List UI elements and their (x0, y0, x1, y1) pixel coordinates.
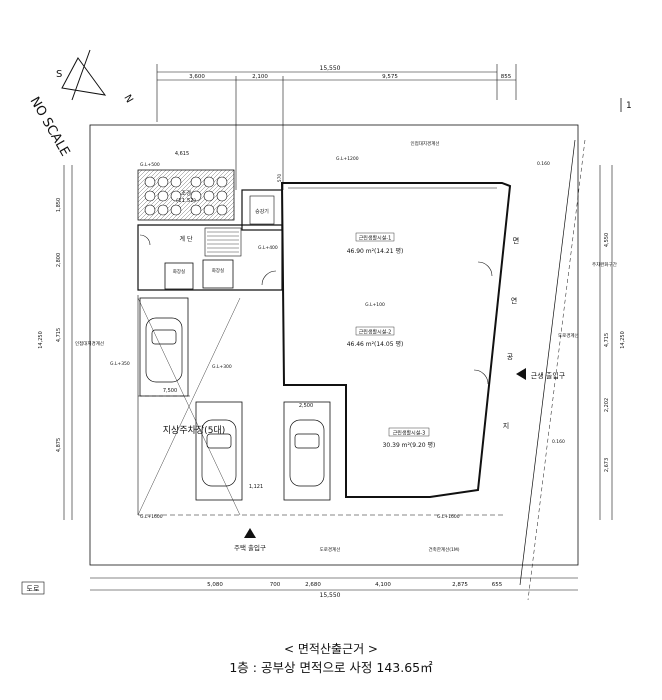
dim-bottom-seg-4: 4,100 (375, 582, 391, 588)
dim-left-seg-3: 4,715 (56, 328, 62, 342)
dim-top-right: 855 (501, 74, 512, 80)
level-label-6: G.L+350 (110, 361, 130, 367)
dim-1121: 1,121 (249, 484, 263, 490)
boundary-left-label: 인접대지경계선 (75, 340, 104, 347)
shop-entrance-arrow-icon (516, 368, 526, 380)
wc2-label: 화장실 (212, 267, 224, 274)
right-dim-2: 0.160 (552, 439, 565, 445)
boundary-right-label: 도로경계선 (558, 332, 579, 339)
dim-left-seg-4: 4,875 (56, 438, 62, 452)
dim-top-seg-3: 9,575 (382, 74, 398, 80)
road-tag: 도로 (27, 585, 40, 593)
residential-entrance-label: 주택 출입구 (234, 543, 266, 552)
street-char-1: 면 (513, 236, 519, 245)
site-floor-plan: NO SCALE S N 15,550 855 3,600 2,100 9,57… (21, 49, 632, 601)
dim-top-seg-2: 2,100 (252, 74, 268, 80)
site-outline (63, 124, 613, 601)
dim-right-seg-3: 2,202 (604, 398, 610, 412)
door-swings (139, 234, 493, 385)
dim-7500: 7,500 (163, 388, 177, 394)
level-label-5: G.L+400 (258, 245, 278, 251)
wc1-label: 화장실 (173, 268, 185, 275)
north-s-label: S (56, 69, 62, 80)
tank-label: 조경 (181, 190, 191, 197)
level-label-2: G.L+1200 (336, 156, 359, 162)
dim-570: 570 (277, 174, 283, 183)
dim-bottom-seg-3: 2,680 (305, 582, 321, 588)
parking-area (137, 297, 331, 516)
sheet-tag: 1 (626, 101, 632, 111)
car-icons (145, 317, 325, 487)
north-n-label: N (121, 93, 134, 105)
level-label-10: G.L+1600 (437, 514, 460, 520)
street-char-2: 연 (511, 297, 517, 305)
dim-top-total: 15,550 (320, 65, 341, 72)
dim-bottom-seg-5: 2,875 (452, 582, 468, 588)
level-label-1: G.L+500 (140, 162, 160, 168)
street-char-3: 공 (507, 353, 514, 361)
dim-right-total: 14,250 (620, 331, 626, 349)
dim-bottom-seg-1: 5,080 (207, 582, 223, 588)
dim-4615: 4,615 (175, 151, 189, 157)
dim-left-seg-2: 2,800 (56, 253, 62, 267)
building-line-label: 건축한계선(1M) (429, 546, 460, 553)
road-bottom-label: 도로경계선 (320, 546, 341, 553)
boundary-top-label: 인접대지경계선 (411, 140, 440, 147)
no-scale-label: NO SCALE (27, 95, 73, 159)
tank-circles (144, 176, 228, 216)
dim-right-seg-2: 4,715 (604, 333, 610, 347)
caption-title: < 면적산출근거 > (284, 642, 378, 656)
road-right-label: 주차완화구간 (592, 261, 617, 268)
dim-left-seg-1: 1,850 (56, 198, 62, 212)
level-label-7: G.L+1600 (140, 514, 163, 520)
dim-right-seg-4: 2,673 (604, 458, 610, 472)
level-label-room: G.L+100 (365, 302, 385, 308)
street-char-4: 지 (503, 421, 509, 430)
room3-area: 30.39 m²(9.20 평) (383, 441, 436, 449)
parking-label: 지상주차장(5대) (163, 424, 225, 436)
room1-name: 근린생활시설-1 (359, 235, 392, 242)
dim-2500: 2,500 (299, 403, 313, 409)
shop-entrance-label: 근생 출입구 (531, 371, 566, 380)
room3-name: 근린생활시설-3 (393, 430, 426, 437)
room2-name: 근린생활시설-2 (359, 329, 392, 336)
right-dim-1: 0.160 (537, 161, 550, 167)
dim-bottom-seg-6: 655 (492, 582, 503, 588)
elevator-label: 승강기 (255, 208, 269, 215)
building-walls (137, 182, 512, 516)
north-arrow: NO SCALE S N (27, 49, 135, 159)
dim-bottom-total: 15,550 (320, 592, 341, 599)
stair-treads (207, 231, 239, 253)
dim-left-total: 14,250 (38, 331, 44, 349)
dim-right-seg-1: 4,550 (604, 233, 610, 247)
room1-area: 46.90 m²(14.21 평) (347, 247, 404, 255)
tank-area-label: (11.52) (176, 198, 196, 204)
dim-bottom-seg-2: 700 (270, 582, 281, 588)
caption-body: 1층 : 공부상 면적으로 사정 143.65㎡ (229, 660, 433, 675)
stair-label: 계 단 (180, 235, 193, 243)
top-dimensions (156, 64, 517, 190)
room2-area: 46.46 m²(14.05 평) (347, 340, 404, 348)
level-label-8: G.L+300 (212, 364, 232, 370)
entrance-arrow-icon (244, 528, 256, 538)
dim-top-seg-1: 3,600 (189, 74, 205, 80)
